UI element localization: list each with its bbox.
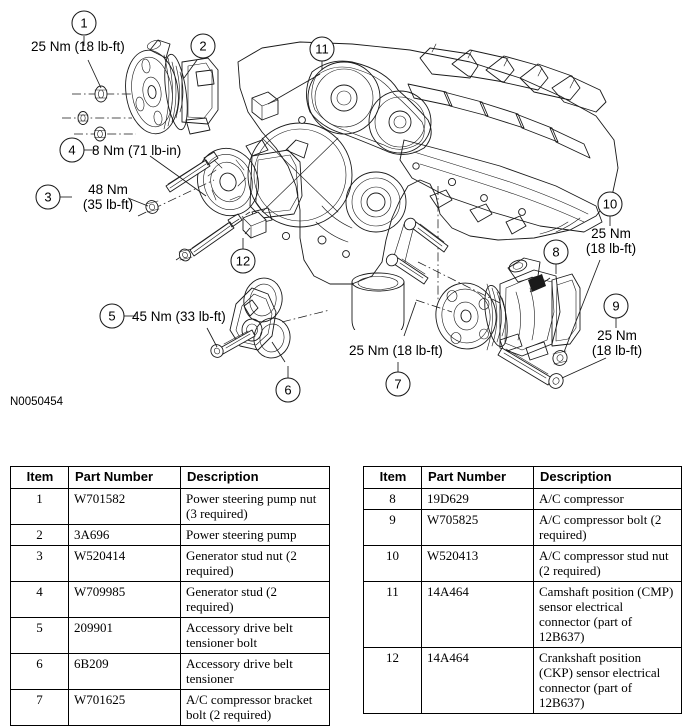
header-description: Description bbox=[180, 466, 330, 489]
cell-item: 9 bbox=[363, 509, 422, 546]
torque-label-3-line2: (35 lb-ft) bbox=[82, 197, 134, 212]
cell-description: Generator stud nut (2 required) bbox=[180, 545, 330, 582]
cell-part-number: W701625 bbox=[68, 689, 181, 726]
cell-part-number: W705825 bbox=[421, 509, 534, 546]
cell-item: 8 bbox=[363, 488, 422, 510]
svg-text:12: 12 bbox=[236, 254, 250, 269]
torque-label-9-line1: 25 Nm bbox=[597, 328, 637, 343]
callout-bubble-2: 2 bbox=[190, 33, 216, 59]
callout-bubble-8: 8 bbox=[543, 239, 569, 265]
table-header-row: Item Part Number Description bbox=[363, 466, 682, 489]
callout-bubble-11: 11 bbox=[309, 36, 335, 62]
diagram-linework: .ln { fill:none; stroke:#1a1a1a; stroke-… bbox=[35, 10, 629, 403]
torque-label-10-line2: (18 lb-ft) bbox=[585, 241, 637, 256]
cell-part-number: W709985 bbox=[68, 581, 181, 618]
cell-item: 7 bbox=[10, 689, 69, 726]
cell-part-number: W520414 bbox=[68, 545, 181, 582]
torque-label-5: 45 Nm (33 lb-ft) bbox=[132, 309, 226, 324]
cell-item: 3 bbox=[10, 545, 69, 582]
cell-item: 11 bbox=[363, 581, 422, 648]
callout-bubble-9: 9 bbox=[603, 293, 629, 319]
cell-description: A/C compressor bolt (2 required) bbox=[533, 509, 682, 546]
header-item: Item bbox=[363, 466, 422, 489]
cell-item: 6 bbox=[10, 653, 69, 690]
cell-description: Power steering pump nut (3 required) bbox=[180, 488, 330, 525]
cell-description: Generator stud (2 required) bbox=[180, 581, 330, 618]
header-description: Description bbox=[533, 466, 682, 489]
svg-text:5: 5 bbox=[108, 309, 115, 324]
svg-text:2: 2 bbox=[199, 39, 206, 54]
callout-bubble-3: 3 bbox=[35, 184, 61, 210]
svg-text:6: 6 bbox=[284, 383, 291, 398]
torque-label-10-line1: 25 Nm bbox=[591, 226, 631, 241]
cell-part-number: 19D629 bbox=[421, 488, 534, 510]
table-header-row: Item Part Number Description bbox=[10, 466, 330, 489]
cell-description: Accessory drive belt tensioner bolt bbox=[180, 617, 330, 654]
callout-bubble-10: 10 bbox=[597, 191, 623, 217]
figure-id: N0050454 bbox=[10, 396, 64, 408]
cell-description: Accessory drive belt tensioner bbox=[180, 653, 330, 690]
cell-description: Power steering pump bbox=[180, 524, 330, 546]
svg-text:1: 1 bbox=[80, 16, 87, 31]
svg-text:8: 8 bbox=[552, 245, 559, 260]
cell-description: A/C compressor bracket bolt (2 required) bbox=[180, 689, 330, 726]
callout-bubble-12: 12 bbox=[230, 248, 256, 274]
exploded-parts-diagram: .ln { fill:none; stroke:#1a1a1a; stroke-… bbox=[10, 10, 643, 408]
cell-item: 10 bbox=[363, 545, 422, 582]
callout-bubble-1: 1 bbox=[71, 10, 97, 36]
callout-bubble-6: 6 bbox=[275, 377, 301, 403]
header-part-number: Part Number bbox=[68, 466, 181, 489]
cell-item: 2 bbox=[10, 524, 69, 546]
cell-part-number: 14A464 bbox=[421, 647, 534, 714]
cell-item: 5 bbox=[10, 617, 69, 654]
svg-text:7: 7 bbox=[394, 377, 401, 392]
cell-description: Camshaft position (CMP) sensor electrica… bbox=[533, 581, 682, 648]
cell-part-number: 3A696 bbox=[68, 524, 181, 546]
cell-description: Crankshaft position (CKP) sensor electri… bbox=[533, 647, 682, 714]
callout-bubble-5: 5 bbox=[99, 303, 125, 329]
torque-label-7: 25 Nm (18 lb-ft) bbox=[349, 343, 443, 358]
cell-item: 4 bbox=[10, 581, 69, 618]
header-item: Item bbox=[10, 466, 69, 489]
svg-text:9: 9 bbox=[612, 299, 619, 314]
svg-text:10: 10 bbox=[603, 197, 617, 212]
cell-item: 12 bbox=[363, 647, 422, 714]
cell-description: A/C compressor bbox=[533, 488, 682, 510]
torque-label-4: 8 Nm (71 lb-in) bbox=[92, 143, 182, 158]
header-part-number: Part Number bbox=[421, 466, 534, 489]
torque-label-3-line1: 48 Nm bbox=[88, 182, 128, 197]
cell-part-number: 6B209 bbox=[68, 653, 181, 690]
torque-label-9-line2: (18 lb-ft) bbox=[591, 343, 643, 358]
torque-label-1: 25 Nm (18 lb-ft) bbox=[31, 39, 125, 54]
cell-part-number: W520413 bbox=[421, 545, 534, 582]
callout-bubble-7: 7 bbox=[385, 371, 411, 397]
svg-text:11: 11 bbox=[315, 42, 329, 57]
cell-part-number: 209901 bbox=[68, 617, 181, 654]
cell-description: A/C compressor stud nut (2 required) bbox=[533, 545, 682, 582]
cell-part-number: 14A464 bbox=[421, 581, 534, 648]
cell-part-number: W701582 bbox=[68, 488, 181, 525]
callout-bubble-4: 4 bbox=[59, 137, 85, 163]
svg-text:3: 3 bbox=[44, 190, 51, 205]
svg-text:4: 4 bbox=[68, 143, 75, 158]
cell-item: 1 bbox=[10, 488, 69, 525]
